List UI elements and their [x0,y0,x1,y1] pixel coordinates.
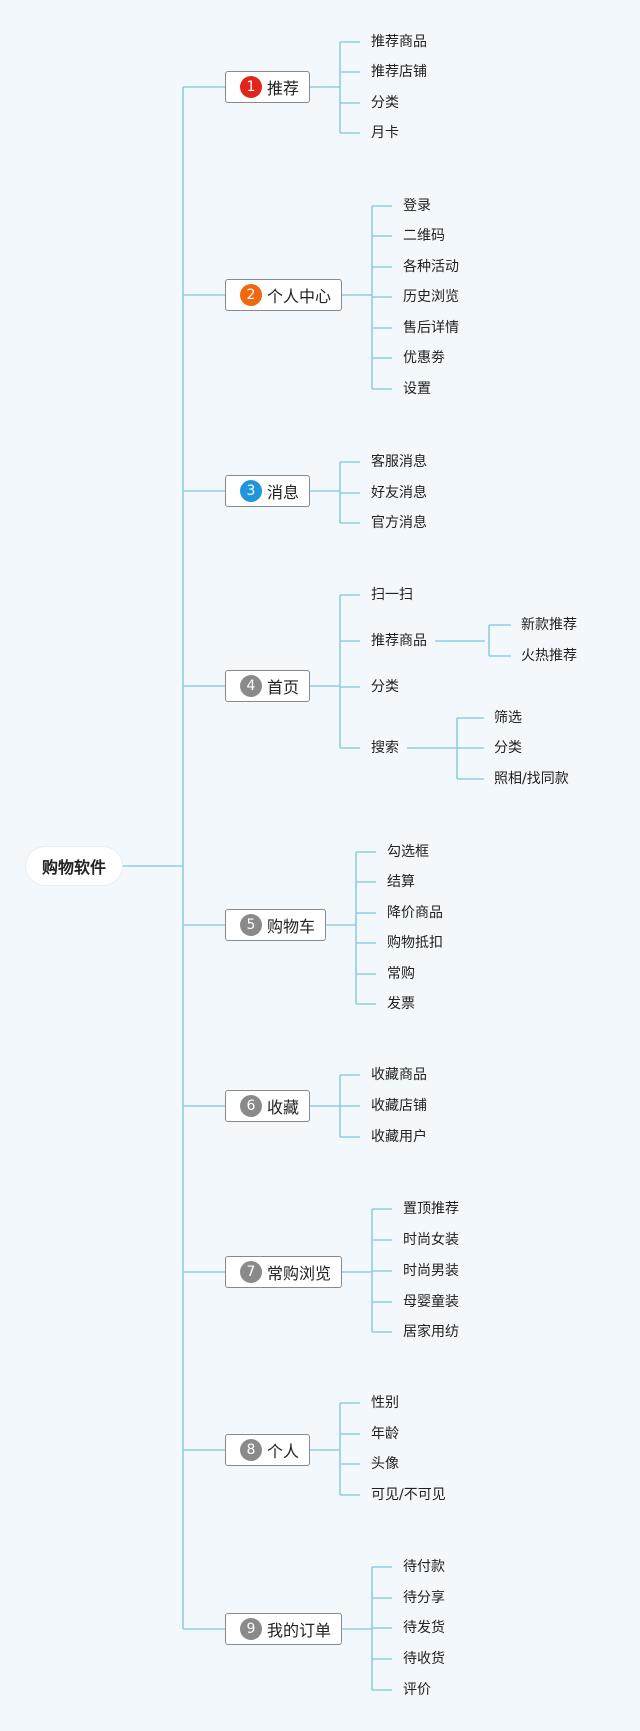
number-badge: 3 [240,480,262,502]
branch-6-node[interactable]: 6 收藏 [225,1090,311,1122]
number-badge: 5 [240,914,262,936]
branch-8-label: 个人 [267,1442,300,1461]
number-badge: 8 [240,1439,262,1461]
leaf-item[interactable]: 结算 [387,874,415,890]
leaf-item[interactable]: 可见/不可见 [371,1487,446,1503]
number-badge: 2 [240,284,262,306]
leaf-item[interactable]: 搜索 [371,740,399,756]
leaf-item[interactable]: 头像 [371,1456,399,1472]
branch-5-node[interactable]: 5 购物车 [225,909,327,941]
leaf-item[interactable]: 常购 [387,966,415,982]
leaf-item[interactable]: 好友消息 [371,485,427,501]
leaf-item[interactable]: 分类 [371,95,399,111]
root-node[interactable]: 购物软件 [26,847,122,885]
leaf-item[interactable]: 售后详情 [403,320,459,336]
leaf-item[interactable]: 勾选框 [387,844,429,860]
leaf-item[interactable]: 各种活动 [403,259,459,275]
leaf-item[interactable]: 待收货 [403,1651,445,1667]
number-badge: 1 [240,76,262,98]
leaf-item[interactable]: 降价商品 [387,905,443,921]
leaf-item[interactable]: 客服消息 [371,454,427,470]
branch-7-node[interactable]: 7 常购浏览 [225,1256,343,1288]
branch-3-node[interactable]: 3 消息 [225,475,311,507]
leaf-item[interactable]: 分类 [371,679,399,695]
leaf-item[interactable]: 发票 [387,996,415,1012]
leaf-item[interactable]: 收藏用户 [371,1129,427,1145]
branch-4-label: 首页 [267,678,300,697]
sub-leaf-item[interactable]: 照相/找同款 [494,771,569,787]
branch-9-node[interactable]: 9 我的订单 [225,1613,343,1645]
sub-leaf-item[interactable]: 筛选 [494,710,522,726]
number-badge: 6 [240,1095,262,1117]
branch-1-node[interactable]: 1 推荐 [225,71,311,103]
leaf-item[interactable]: 推荐商品 [371,633,427,649]
number-badge: 4 [240,675,262,697]
sub-leaf-item[interactable]: 火热推荐 [521,648,577,664]
leaf-item[interactable]: 年龄 [371,1426,399,1442]
leaf-item[interactable]: 购物抵扣 [387,935,443,951]
leaf-item[interactable]: 二维码 [403,228,445,244]
branch-4-node[interactable]: 4 首页 [225,670,311,702]
branch-2-label: 个人中心 [267,287,332,306]
leaf-item[interactable]: 推荐商品 [371,34,427,50]
leaf-item[interactable]: 时尚男装 [403,1263,459,1279]
branch-8-node[interactable]: 8 个人 [225,1434,311,1466]
leaf-item[interactable]: 登录 [403,198,431,214]
branch-3-label: 消息 [267,483,300,502]
sub-leaf-item[interactable]: 分类 [494,740,522,756]
leaf-item[interactable]: 历史浏览 [403,289,459,305]
sub-leaf-item[interactable]: 新款推荐 [521,617,577,633]
leaf-item[interactable]: 居家用纺 [403,1324,459,1340]
leaf-item[interactable]: 置顶推荐 [403,1201,459,1217]
leaf-item[interactable]: 扫一扫 [371,587,413,603]
branch-5-label: 购物车 [267,917,316,936]
leaf-item[interactable]: 待分享 [403,1590,445,1606]
branch-6-label: 收藏 [267,1098,300,1117]
branch-7-label: 常购浏览 [267,1264,332,1283]
branch-1-label: 推荐 [267,79,300,98]
leaf-item[interactable]: 收藏商品 [371,1067,427,1083]
leaf-item[interactable]: 收藏店铺 [371,1098,427,1114]
leaf-item[interactable]: 月卡 [371,125,399,141]
branch-2-node[interactable]: 2 个人中心 [225,279,343,311]
leaf-item[interactable]: 性别 [371,1395,399,1411]
number-badge: 7 [240,1261,262,1283]
leaf-item[interactable]: 设置 [403,381,431,397]
leaf-item[interactable]: 官方消息 [371,515,427,531]
leaf-item[interactable]: 待付款 [403,1559,445,1575]
leaf-item[interactable]: 时尚女装 [403,1232,459,1248]
leaf-item[interactable]: 母婴童装 [403,1294,459,1310]
leaf-item[interactable]: 待发货 [403,1620,445,1636]
leaf-item[interactable]: 评价 [403,1682,431,1698]
leaf-item[interactable]: 优惠劵 [403,350,445,366]
branch-9-label: 我的订单 [267,1621,332,1640]
leaf-item[interactable]: 推荐店铺 [371,64,427,80]
number-badge: 9 [240,1618,262,1640]
